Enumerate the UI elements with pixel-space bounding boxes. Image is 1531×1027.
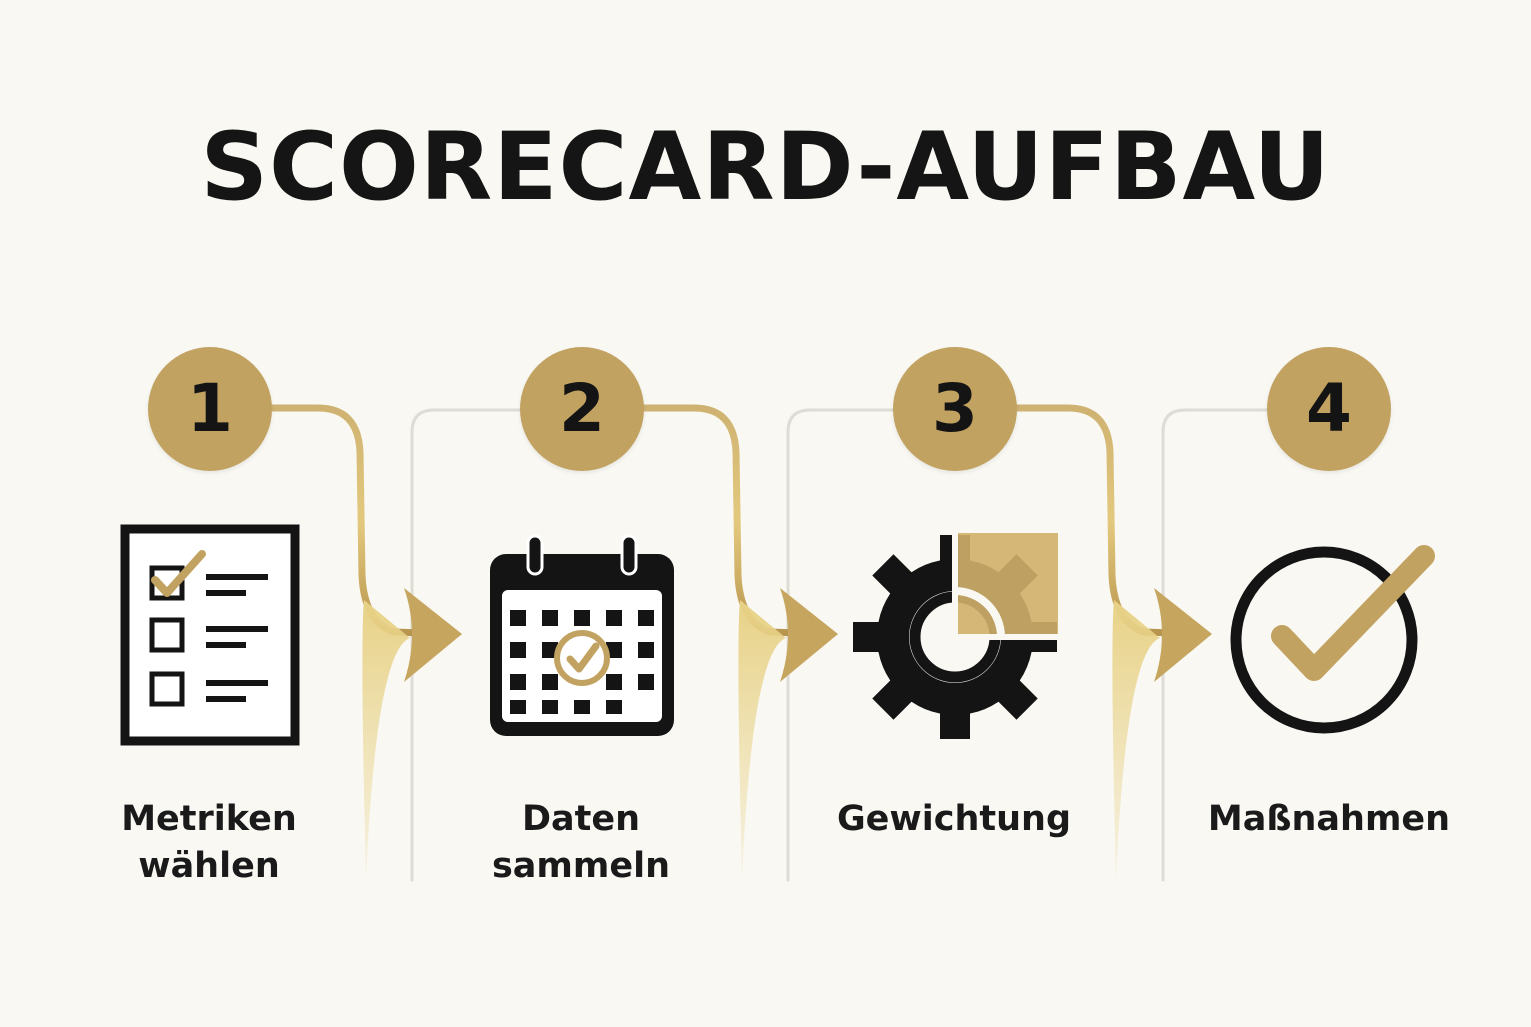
label-line: wählen	[138, 846, 280, 886]
step-4-label: Maßnahmen	[1189, 796, 1469, 843]
step-number: 2	[559, 370, 605, 447]
gear-icon	[853, 533, 1058, 739]
check-circle-icon	[1230, 545, 1435, 734]
label-line: Gewichtung	[836, 799, 1072, 839]
label-line: sammeln	[491, 846, 671, 886]
label-line: Daten	[521, 799, 641, 839]
guide-lines	[410, 408, 1269, 882]
step-4-badge: 4	[1267, 347, 1391, 471]
flow-arrow-3	[1012, 404, 1212, 880]
label-line: Metriken	[121, 799, 297, 839]
step-3-badge: 3	[893, 347, 1017, 471]
step-2-badge: 2	[520, 347, 644, 471]
step-1-label: Metriken wählen	[69, 796, 349, 890]
calendar-check-icon	[490, 534, 674, 736]
step-number: 1	[187, 370, 233, 447]
label-line: Maßnahmen	[1207, 799, 1451, 839]
step-2-label: Daten sammeln	[441, 796, 721, 890]
flow-arrow-1	[264, 404, 462, 880]
checklist-icon	[120, 524, 300, 746]
step-number: 3	[932, 370, 978, 447]
step-1-badge: 1	[148, 347, 272, 471]
flow-arrow-2	[638, 404, 838, 880]
page-title: SCORECARD-AUFBAU	[200, 113, 1331, 222]
step-number: 4	[1306, 370, 1352, 447]
step-3-label: Gewichtung	[814, 796, 1094, 843]
